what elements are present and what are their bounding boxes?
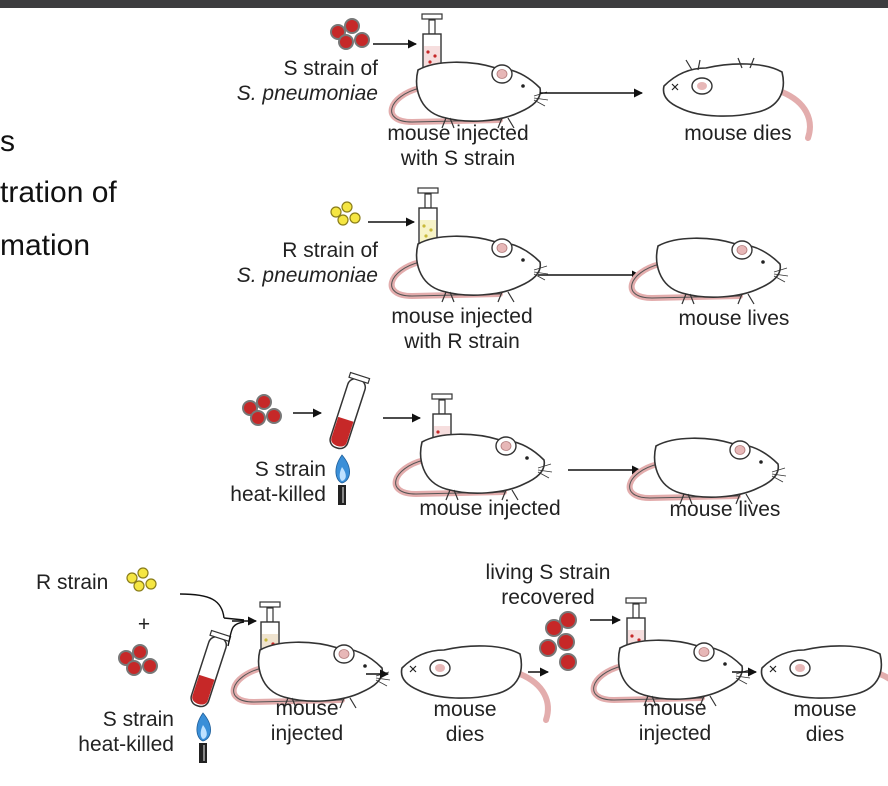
mouse	[396, 434, 552, 500]
slide-text-line-1: s	[0, 125, 15, 158]
row4-recovered-label: living S strain recovered	[485, 561, 611, 609]
recovered-s-cells	[539, 611, 577, 671]
s-strain-cells	[242, 394, 282, 426]
slide-text-line-3: mation	[0, 229, 91, 262]
row1-strain-label: S strain of S. pneumoniae	[236, 57, 378, 105]
mouse	[392, 236, 548, 302]
r-strain-cells	[126, 567, 157, 592]
row2-injected-label: mouse injected with R strain	[391, 305, 533, 353]
row4-dies1-label: mouse dies	[433, 698, 497, 746]
heat-killed-tube	[326, 371, 371, 506]
dead-mouse	[760, 645, 888, 699]
r-strain-cells	[330, 201, 361, 226]
s-strain-cells	[118, 644, 158, 676]
row3-injected-label: mouse injected	[419, 497, 561, 520]
row4-r-strain-label: R strain	[36, 571, 109, 594]
row4-injected1-label: mouse injected	[270, 697, 344, 745]
row2-strain-label: R strain of S. pneumoniae	[236, 239, 378, 287]
row4-plus-sign: +	[137, 613, 151, 636]
row3-outcome-label: mouse lives	[669, 498, 781, 521]
row1-outcome-label: mouse dies	[684, 122, 792, 145]
dead-mouse	[400, 645, 551, 723]
row4-dies2-label: mouse dies	[793, 698, 857, 746]
row1-injected-label: mouse injected with S strain	[387, 122, 529, 170]
living-mouse	[632, 238, 788, 304]
row4-s-strain-label: S strain heat-killed	[78, 708, 174, 756]
dead-mouse	[662, 57, 813, 141]
living-mouse	[630, 438, 786, 504]
row4-injected2-label: mouse injected	[638, 697, 712, 745]
heat-killed-tube	[187, 629, 232, 764]
row3-strain-label: S strain heat-killed	[230, 458, 326, 506]
mouse	[392, 62, 548, 128]
slide-text-line-2: tration of	[0, 176, 117, 209]
row2-outcome-label: mouse lives	[678, 307, 790, 330]
top-bar	[0, 0, 888, 8]
s-strain-cells	[330, 18, 370, 50]
